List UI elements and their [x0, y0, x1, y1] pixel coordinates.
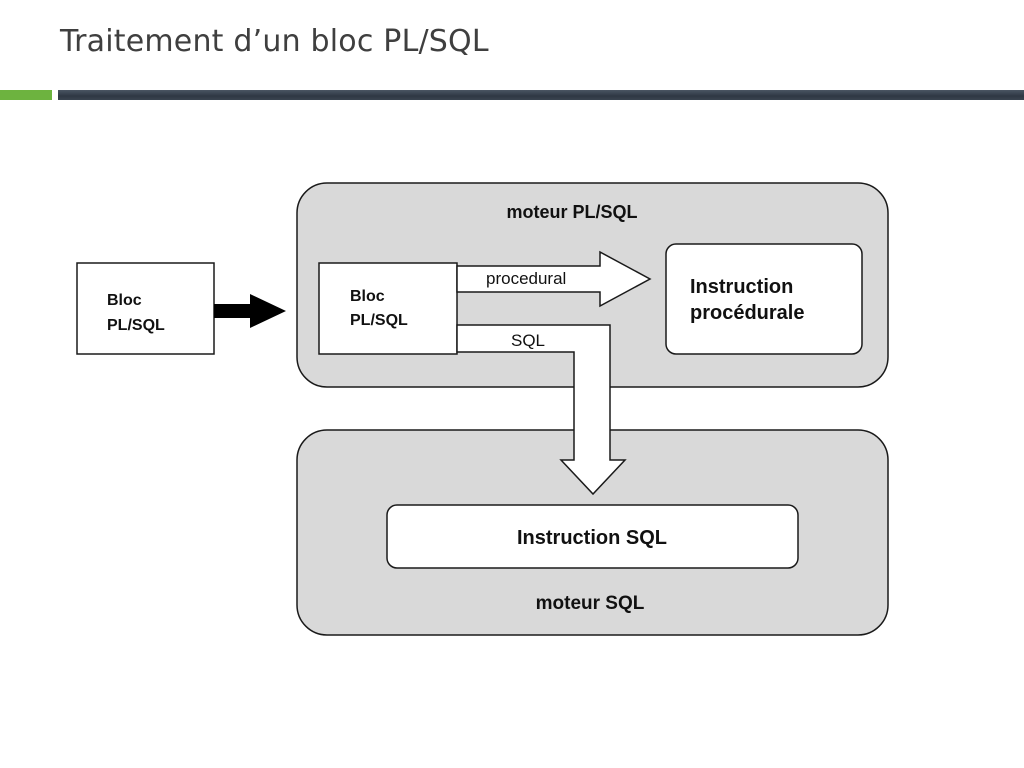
procedural-arrow	[456, 250, 652, 308]
source-plsql-block	[76, 262, 215, 355]
input-arrow	[214, 294, 286, 328]
sql-arrow-label: SQL	[511, 331, 545, 350]
sql-instruction-box	[386, 504, 799, 569]
accent-bar-green	[0, 90, 52, 100]
procedural-instruction-line1: Instruction	[690, 276, 793, 298]
procedural-instruction-line2: procédurale	[690, 302, 804, 324]
source-block-line1: Bloc	[107, 292, 142, 309]
sql-arrow	[456, 324, 627, 496]
engine-block-line1: Bloc	[350, 288, 385, 305]
sql-engine-title: moteur SQL	[536, 593, 645, 614]
procedural-arrow-label: procedural	[486, 269, 566, 288]
engine-plsql-block	[318, 262, 458, 355]
procedural-instruction-box	[665, 243, 863, 355]
plsql-engine-title: moteur PL/SQL	[506, 202, 637, 222]
source-block-line2: PL/SQL	[107, 317, 165, 334]
sql-instruction-label: Instruction SQL	[517, 527, 667, 549]
engine-block-line2: PL/SQL	[350, 312, 408, 329]
slide-title: Traitement d’un bloc PL/SQL	[60, 24, 489, 59]
header-divider-bar	[58, 90, 1024, 100]
